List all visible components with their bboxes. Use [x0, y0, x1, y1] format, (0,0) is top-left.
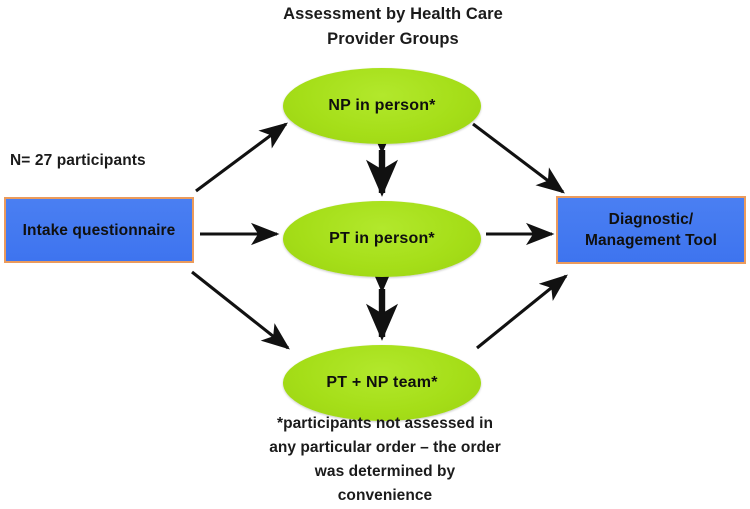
node-pt-np-team-label: PT + NP team*: [326, 374, 438, 391]
diagram-title: Assessment by Health Care Provider Group…: [258, 2, 528, 52]
arrow-intake-to-np: [195, 122, 288, 193]
diagram-title-line-2: Provider Groups: [327, 30, 459, 48]
node-pt-in-person: PT in person*: [283, 201, 481, 277]
node-diagnostic-management-tool-label: Diagnostic/ Management Tool: [585, 209, 717, 251]
node-pt-in-person-label: PT in person*: [329, 230, 435, 247]
footnote-line-3: was determined by: [314, 463, 456, 480]
arrow-intake-to-team: [191, 270, 290, 350]
node-np-in-person: NP in person*: [283, 68, 481, 144]
node-intake-questionnaire: Intake questionnaire: [4, 197, 194, 263]
arrow-team-to-tool: [476, 274, 568, 350]
node-np-in-person-label: NP in person*: [328, 97, 436, 114]
footnote: *participants not assessed in any partic…: [232, 412, 538, 508]
node-tool-label-line-2: Management Tool: [584, 232, 718, 249]
node-intake-questionnaire-label: Intake questionnaire: [22, 221, 176, 239]
participants-count-label: N= 27 participants: [10, 152, 146, 169]
footnote-line-4: convenience: [337, 487, 433, 504]
node-tool-label-line-1: Diagnostic/: [608, 211, 694, 228]
footnote-line-2: any particular order – the order: [269, 439, 501, 456]
node-pt-np-team: PT + NP team*: [283, 345, 481, 421]
diagram-title-line-1: Assessment by Health Care: [283, 5, 503, 23]
footnote-line-1: *participants not assessed in: [277, 415, 493, 432]
arrow-np-to-tool: [472, 122, 565, 194]
node-diagnostic-management-tool: Diagnostic/ Management Tool: [556, 196, 746, 264]
